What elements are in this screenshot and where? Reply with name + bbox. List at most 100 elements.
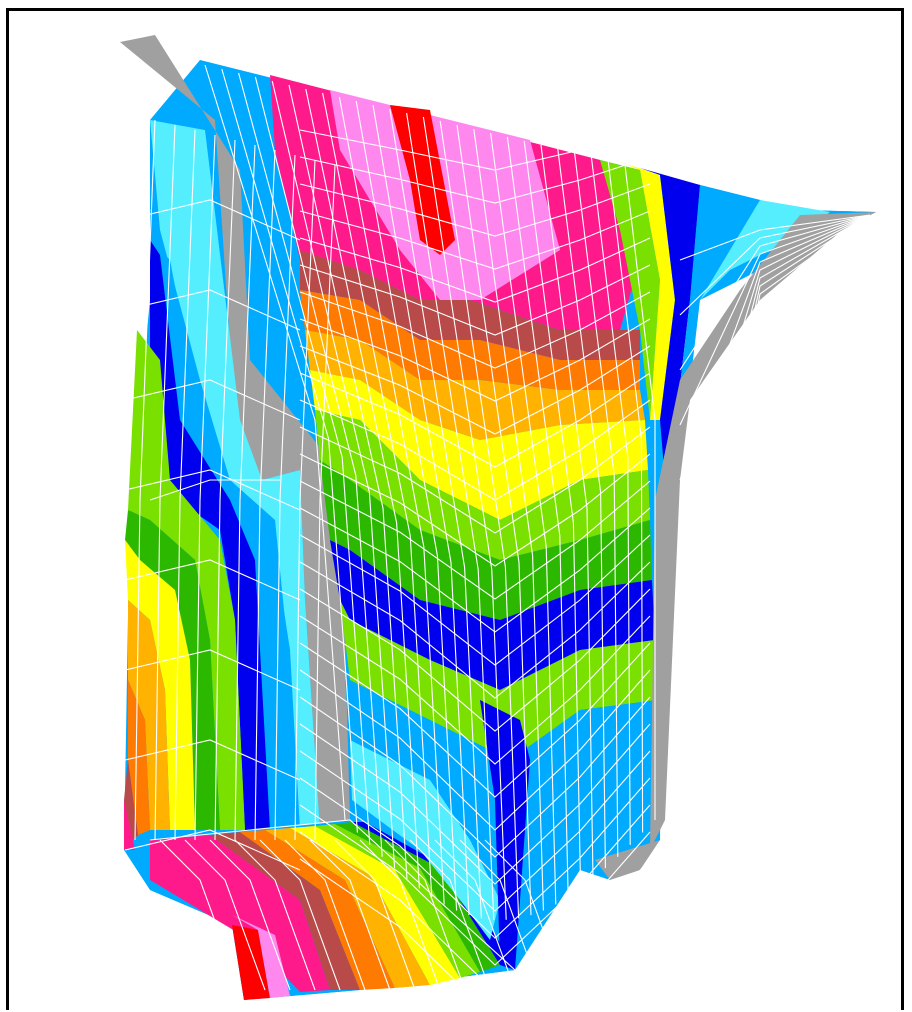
mesh-line-vertical-16 <box>473 128 544 911</box>
mesh-line-vertical-5 <box>288 84 408 879</box>
contour-band-5 <box>128 600 170 830</box>
mesh-line-shelf-6 <box>309 839 391 991</box>
contour-band-13 <box>290 826 460 985</box>
mesh-line-shelf-13 <box>484 839 566 991</box>
contour-band-6 <box>128 680 150 835</box>
mesh-line-horizontal-7 <box>299 318 651 402</box>
mesh-line-leftwall-3 <box>194 134 216 841</box>
mesh-line-rightwall-4 <box>679 214 871 481</box>
mesh-line-vertical-6 <box>305 88 420 889</box>
contour-band-24 <box>315 410 650 560</box>
contour-band-0 <box>150 240 300 830</box>
mesh-line-horizontal-22 <box>299 723 651 885</box>
mesh-line-leftwall-h-0 <box>124 199 301 241</box>
mesh-line-horizontal-3 <box>299 210 651 270</box>
mesh-line-shelf-2 <box>209 839 291 991</box>
contour-band-12 <box>265 828 430 988</box>
mesh-line-leftwall-h-4 <box>124 559 301 601</box>
right-wall-gray <box>650 212 876 850</box>
mesh-line-horizontal-0 <box>299 129 651 171</box>
contour-band-20 <box>300 250 640 360</box>
mesh-line-horizontal-25 <box>299 804 651 966</box>
mesh-line-rightwall-6 <box>679 214 871 591</box>
mesh-line-rightwall-9 <box>679 214 871 756</box>
mesh-line-vertical-12 <box>406 112 495 920</box>
mesh-line-vertical-17 <box>490 132 557 905</box>
mesh-line-horizontal-17 <box>299 588 651 732</box>
mesh-line-horizontal-15 <box>299 534 651 666</box>
mesh-line-horizontal-6 <box>299 291 651 369</box>
mesh-line-vertical-8 <box>338 96 445 905</box>
mesh-line-shelf-11 <box>434 839 516 991</box>
mesh-line-vertical-3 <box>254 76 383 857</box>
mesh-line-horizontal-23 <box>299 750 651 912</box>
mesh-line-vertical-18 <box>506 136 569 898</box>
contour-band-10 <box>210 832 360 990</box>
mesh-line-vertical-9 <box>355 100 458 911</box>
mesh-line-shelf-7 <box>334 839 416 991</box>
contour-band-25 <box>320 460 652 620</box>
mesh-line-vertical-11 <box>389 108 482 919</box>
mesh-line-leftwall-4 <box>214 139 236 841</box>
mesh-line-horizontal-16 <box>299 561 651 699</box>
mesh-line-vertical-13 <box>422 116 507 920</box>
contour-band-33 <box>670 185 876 470</box>
mesh-line-leftwall-1 <box>154 124 176 841</box>
mesh-line-vertical-23 <box>590 156 631 845</box>
contour-band-30 <box>600 160 660 420</box>
mesh-line-horizontal-27 <box>299 858 651 1012</box>
mesh-line-rightwall-8 <box>679 214 871 701</box>
mesh-line-leftwall-h-1 <box>124 289 301 331</box>
contour-band-17 <box>232 925 270 1000</box>
mesh-line-rightwall-3 <box>679 214 871 426</box>
contour-band-18 <box>232 915 290 998</box>
mesh-line-horizontal-24 <box>299 777 651 939</box>
contour-band-2 <box>128 330 245 830</box>
mesh-line-shelf-4 <box>259 839 341 991</box>
mesh-line-shelf-12 <box>459 839 541 991</box>
mesh-line-rightwall-5 <box>679 214 871 536</box>
left-wall-cyan <box>150 120 320 830</box>
mesh-line-leftwall-5 <box>234 144 256 841</box>
mesh-line-vertical-0 <box>204 64 346 821</box>
mesh-line-leftwall-h-6 <box>124 739 301 781</box>
mesh-line-vertical-10 <box>372 104 470 916</box>
mesh-line-leftwall-6 <box>254 149 276 841</box>
contour-band-11 <box>240 830 395 990</box>
mesh-line-vertical-25 <box>624 164 656 820</box>
mesh-line-leftwall-7 <box>274 154 296 841</box>
contour-band-14 <box>315 824 480 978</box>
mesh-line-vertical-22 <box>574 152 619 857</box>
mesh-line-shelf-1 <box>184 839 266 991</box>
mesh-line-leftwall-h-3 <box>124 469 301 511</box>
mesh-line-horizontal-12 <box>299 453 651 567</box>
mesh-line-vertical-24 <box>607 160 644 833</box>
contour-band-21 <box>300 290 640 390</box>
mesh-line-vertical-4 <box>271 80 396 869</box>
contour-band-22 <box>305 330 645 440</box>
mesh-line-rightwall-1 <box>679 214 871 316</box>
mesh-line-leftwall-2 <box>174 129 196 841</box>
mesh-line-vertical-20 <box>540 144 594 879</box>
contour-band-35 <box>595 840 660 880</box>
mesh-line-shelf-10 <box>409 839 491 991</box>
mesh-line-horizontal-5 <box>299 264 651 336</box>
mesh-line-shelf-0 <box>159 839 241 991</box>
contour-band-31 <box>620 162 675 420</box>
contour-band-29 <box>350 740 500 940</box>
mesh-line-ledge <box>149 479 280 501</box>
contour-band-1 <box>150 240 270 830</box>
mesh-line-vertical-14 <box>439 120 520 919</box>
mesh-line-horizontal-2 <box>299 183 651 237</box>
mesh-line-vertical-19 <box>523 140 582 889</box>
mesh-line-shelf-edge <box>149 819 516 971</box>
mesh-line-leftwall-h-7 <box>124 829 301 871</box>
mesh-line-leftwall-9 <box>314 164 336 841</box>
contour-band-26 <box>330 540 655 690</box>
mesh-line-leftwall-0 <box>134 119 156 841</box>
mesh-line-horizontal-4 <box>299 237 651 303</box>
mesh-line-horizontal-8 <box>299 345 651 435</box>
contour-band-23 <box>310 370 648 520</box>
mesh-line-leftwall-h-2 <box>124 379 301 421</box>
mesh-line-rightwall-0 <box>679 214 871 261</box>
